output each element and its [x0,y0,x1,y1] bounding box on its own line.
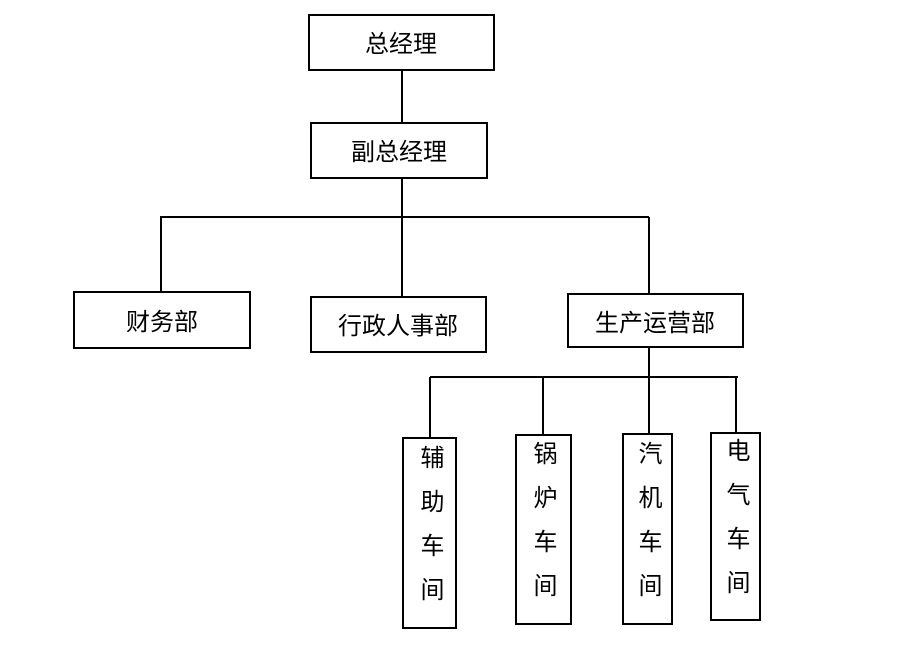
node-admin-hr-department-label: 行政人事部 [338,312,458,340]
node-turbine-workshop: 汽机车间 [622,433,673,625]
node-general-manager-label: 总经理 [365,30,437,58]
node-deputy-general-manager-label: 副总经理 [351,138,447,166]
node-boiler-workshop: 锅炉车间 [515,434,572,625]
node-admin-hr-department: 行政人事部 [310,296,487,353]
node-boiler-workshop-label: 锅炉车间 [529,441,557,617]
node-auxiliary-workshop: 辅助车间 [402,437,457,629]
node-turbine-workshop-label: 汽机车间 [634,441,662,617]
connector-lines [160,70,738,438]
node-electrical-workshop: 电气车间 [710,432,761,621]
node-deputy-general-manager: 副总经理 [310,122,488,179]
node-finance-department-label: 财务部 [126,308,198,336]
node-general-manager: 总经理 [308,14,495,71]
node-production-operations-department-label: 生产运营部 [595,309,715,337]
node-finance-department: 财务部 [73,291,251,349]
node-electrical-workshop-label: 电气车间 [722,438,750,614]
node-auxiliary-workshop-label: 辅助车间 [416,445,444,621]
node-production-operations-department: 生产运营部 [567,293,744,348]
